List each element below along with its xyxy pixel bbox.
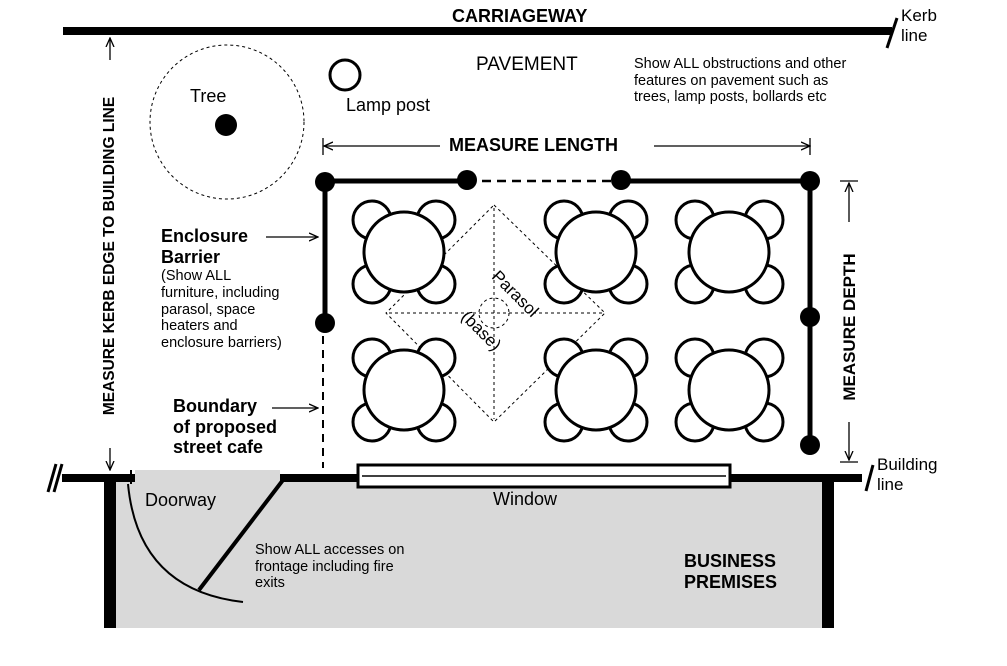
building-line-end-tick [864, 464, 875, 492]
boundary-label-line1: Boundary [173, 396, 258, 416]
table-set [543, 199, 649, 305]
boundary-label-line2: of proposed [173, 416, 277, 437]
barrier-post [800, 307, 820, 327]
enclosure-title-line2: Barrier [161, 246, 221, 267]
enclosure-label: Enclosure Barrier (Show ALL furniture, i… [161, 226, 282, 352]
door-leaf [197, 478, 285, 592]
table-set [351, 199, 457, 305]
barrier-post [457, 170, 477, 190]
barrier-post [611, 170, 631, 190]
barrier-post [800, 171, 820, 191]
table-set [351, 337, 457, 443]
building-line-label: Building line [877, 455, 938, 494]
business-premises-label-line1: BUSINESS [684, 551, 777, 571]
access-note-line3: exits [255, 575, 285, 592]
door-swing-arc [127, 483, 244, 603]
business-premises-label-line2: PREMISES [684, 571, 778, 592]
building-line-break-2 [46, 463, 58, 493]
lamp-post-icon [328, 58, 362, 92]
table-set [543, 337, 649, 443]
building-line-label-line2: line [877, 474, 904, 494]
kerb-line-label: Kerb line [901, 6, 937, 45]
business-premises-label: BUSINESS PREMISES [684, 551, 777, 592]
barrier-post [315, 313, 335, 333]
kerb-line-label-line1: Kerb [901, 6, 937, 25]
barrier-post [800, 435, 820, 455]
access-note-line2: frontage including fire [255, 558, 394, 575]
enclosure-note-line5: enclosure barriers) [161, 335, 282, 352]
obstructions-note-line2: features on pavement such as [634, 72, 829, 89]
tree-canopy [149, 44, 305, 200]
enclosure-note-line4: heaters and [161, 318, 238, 335]
enclosure-note-line2: furniture, including [161, 285, 280, 302]
measure-kerb-label: MEASURE KERB EDGE TO BUILDING LINE [101, 96, 119, 416]
window-label: Window [493, 489, 558, 509]
doorway-opening [135, 470, 280, 482]
obstructions-note-line1: Show ALL obstructions and other [634, 56, 847, 72]
building-line-break-1 [52, 463, 64, 493]
enclosure-title-line1: Enclosure [161, 226, 249, 246]
measure-length-label: MEASURE LENGTH [449, 135, 619, 155]
obstructions-note-line3: trees, lamp posts, bollards etc [634, 89, 827, 106]
building-line-label-line1: Building [877, 455, 938, 474]
access-note-line1: Show ALL accesses on [255, 542, 405, 558]
tree-trunk [215, 114, 237, 136]
obstructions-note: Show ALL obstructions and other features… [634, 56, 846, 106]
enclosure-note-line3: parasol, space [161, 301, 256, 318]
kerb-line-end-tick [885, 17, 899, 49]
barrier-post [315, 172, 335, 192]
table-set [674, 337, 785, 443]
carriageway-label: CARRIAGEWAY [452, 6, 588, 26]
table-set [674, 199, 785, 305]
measure-depth-label: MEASURE DEPTH [840, 253, 860, 401]
pavement-label: PAVEMENT [476, 54, 578, 75]
lamp-post-label: Lamp post [346, 95, 431, 115]
access-note: Show ALL accesses on frontage including … [255, 542, 404, 592]
boundary-label-line3: street cafe [173, 437, 264, 458]
enclosure-note-line1: (Show ALL [161, 268, 232, 285]
boundary-label: Boundary of proposed street cafe [173, 396, 277, 458]
doorway-label: Doorway [145, 490, 217, 510]
kerb-line-label-line2: line [901, 25, 928, 45]
tree-label: Tree [190, 86, 227, 106]
